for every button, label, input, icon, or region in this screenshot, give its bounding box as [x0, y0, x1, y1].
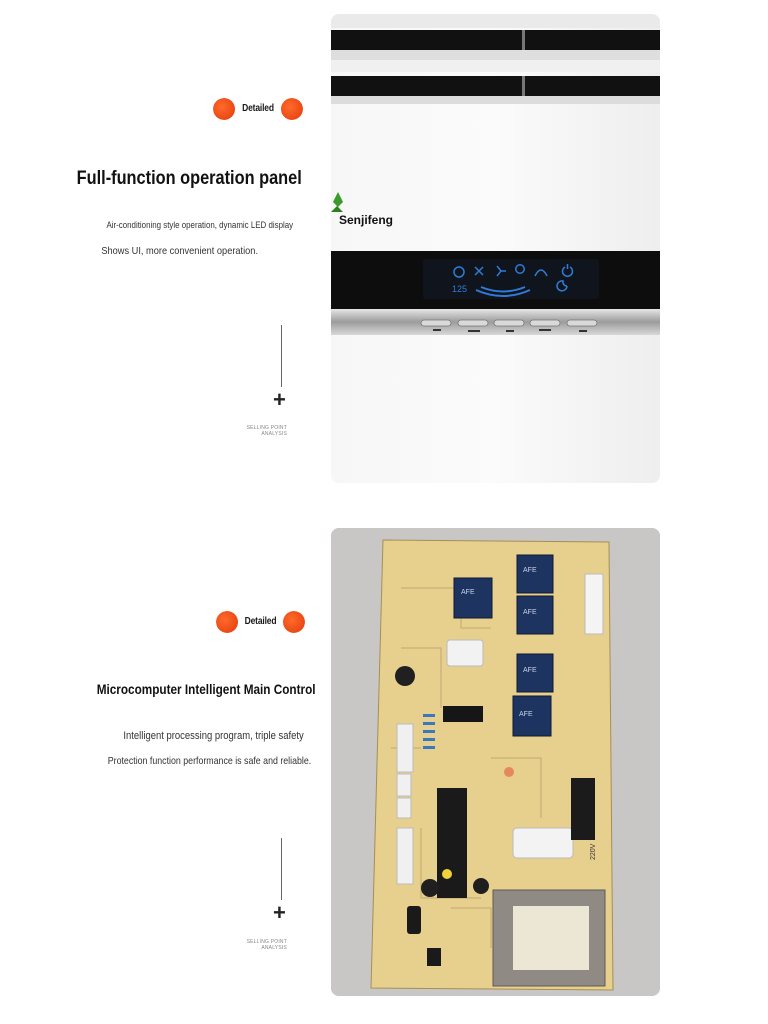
selling-point-label: SELLING POINT ANALYSIS	[247, 425, 287, 437]
relay	[512, 695, 552, 737]
selling-point-line-1: SELLING POINT	[246, 939, 287, 945]
power-icon	[561, 264, 574, 278]
moon-icon	[556, 280, 568, 292]
selling-point-line-1: SELLING POINT	[246, 425, 287, 431]
panel-button-5	[566, 319, 598, 327]
relay-label: AFE	[523, 667, 537, 674]
detailed-description-badge: Detailed description	[213, 98, 303, 120]
section-line-1: Intelligent processing program, triple s…	[123, 730, 304, 742]
relay	[516, 653, 554, 693]
badge-label: Detailed description	[242, 103, 274, 114]
connector	[512, 827, 574, 859]
transformer-coil	[513, 906, 589, 970]
relay	[516, 595, 554, 635]
relay	[516, 554, 554, 594]
relay-label: AFE	[461, 589, 475, 596]
section-main-control: Detailed description Microcomputer Intel…	[0, 512, 768, 1024]
section-line-2: Protection function performance is safe …	[107, 755, 311, 767]
capacitor	[442, 869, 452, 879]
plus-icon: +	[273, 387, 286, 412]
display-number: 125	[452, 284, 467, 294]
terminal-block	[396, 797, 412, 819]
ion-icon	[474, 266, 484, 276]
badge-dot-right	[281, 98, 303, 120]
relay-label: AFE	[523, 609, 537, 616]
relay-label: AFE	[519, 711, 533, 718]
relay	[453, 577, 493, 619]
section-operation-panel: Detailed description Full-function opera…	[76, 14, 660, 483]
connector	[446, 639, 484, 667]
fan-icon	[515, 264, 525, 274]
section-title: Microcomputer Intelligent Main Control	[97, 681, 316, 697]
buzzer	[395, 666, 415, 686]
capacitor	[473, 878, 489, 894]
pcb	[370, 539, 614, 991]
panel-button-2	[457, 319, 489, 327]
terminal-block	[396, 827, 414, 885]
section-line-2: Shows UI, more convenient operation.	[101, 245, 258, 257]
panel-button-1	[420, 319, 452, 327]
selling-point-line-2: ANALYSIS	[261, 945, 287, 951]
microcontroller-chip	[437, 788, 467, 898]
terminal-block	[396, 773, 412, 797]
badge-dot-left	[216, 611, 238, 633]
capacitor	[407, 906, 421, 934]
air-purifier-image: Senjifeng 125	[331, 14, 660, 483]
wind-icon	[496, 265, 506, 277]
sterilize-icon	[534, 269, 548, 277]
regulator	[427, 948, 441, 966]
badge-dot-left	[213, 98, 235, 120]
detailed-description-badge: Detailed description	[216, 611, 305, 633]
circuit-board-image: AFE AFE AFE AFE AFE	[331, 528, 660, 996]
ic-chip	[443, 706, 483, 722]
brand-logo	[331, 192, 343, 212]
terminal-block	[396, 723, 414, 773]
capacitor	[421, 879, 439, 897]
section-title: Full-function operation panel	[76, 168, 302, 189]
selling-point-line-2: ANALYSIS	[261, 431, 287, 437]
badge-label: Detailed description	[244, 616, 277, 627]
product-photo-board: AFE AFE AFE AFE AFE	[331, 528, 660, 996]
plus-icon: +	[273, 900, 286, 925]
panel-button-4	[529, 319, 561, 327]
clock-icon	[453, 266, 465, 278]
divider-line	[281, 325, 282, 387]
product-photo-panel: Senjifeng 125	[331, 14, 660, 483]
panel-button-3	[493, 319, 525, 327]
power-label: 220V	[590, 843, 597, 860]
divider-line	[281, 838, 282, 900]
selling-point-label: SELLING POINT ANALYSIS	[247, 939, 287, 951]
brand-name: Senjifeng	[339, 213, 393, 227]
section-line-1: Air-conditioning style operation, dynami…	[106, 220, 293, 230]
component	[571, 778, 595, 840]
badge-dot-right	[283, 611, 305, 633]
relay-label: AFE	[523, 567, 537, 574]
terminal-block	[584, 573, 604, 635]
